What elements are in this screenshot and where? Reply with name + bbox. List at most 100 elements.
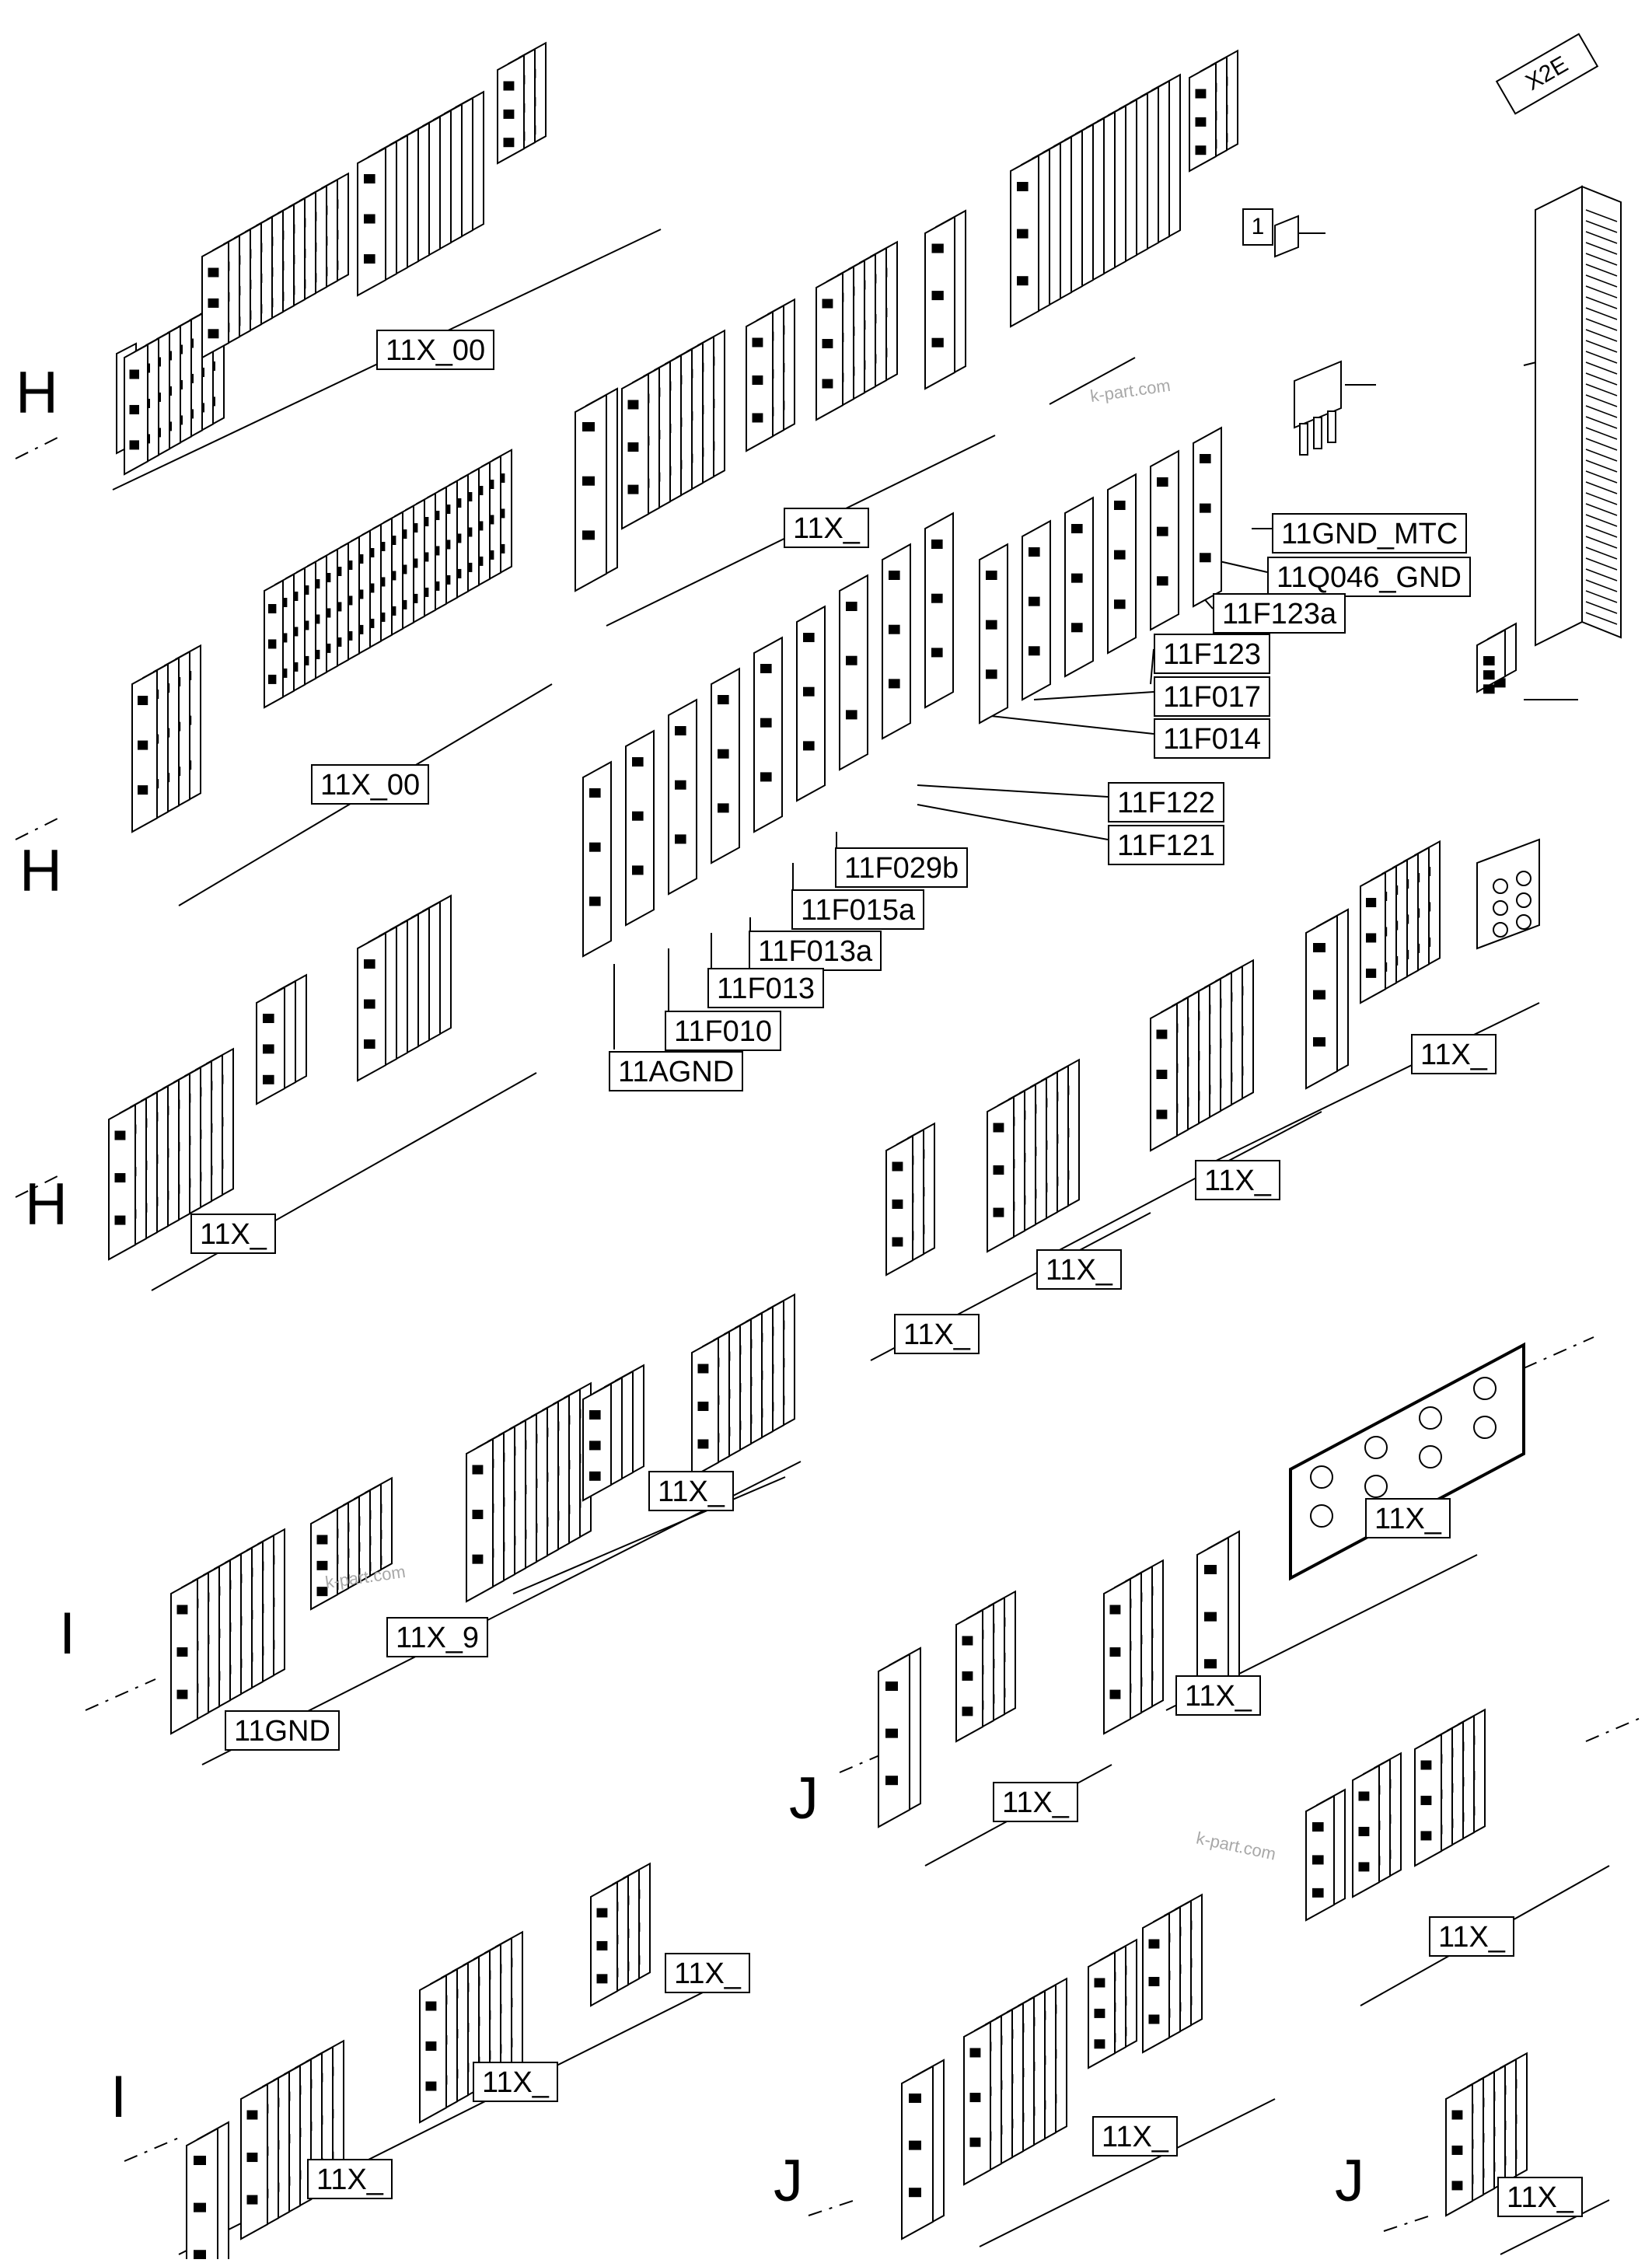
leader-line — [1033, 691, 1154, 700]
duct-slot — [1585, 405, 1618, 418]
terminal-screw — [268, 604, 277, 613]
leader-line — [983, 714, 1154, 735]
terminal-screw — [1109, 1689, 1121, 1699]
accessory-parts — [1274, 185, 1622, 647]
bus-terminal — [1364, 1436, 1388, 1459]
terminal-slice — [310, 1507, 338, 1611]
terminal-screw — [1312, 1888, 1324, 1898]
fuse-holder — [796, 605, 826, 802]
terminal-screw — [364, 1039, 375, 1049]
leader-line — [1041, 1111, 1322, 1260]
terminal-screw — [176, 1647, 188, 1657]
terminal-screw — [931, 337, 944, 347]
fuse-holder — [711, 667, 740, 864]
terminal-screw — [1483, 656, 1495, 665]
terminal-screw — [194, 2202, 206, 2212]
terminal-strip — [575, 387, 618, 592]
terminal-screw — [986, 620, 997, 630]
terminal-screw — [1358, 1862, 1370, 1872]
terminal-screw — [1156, 1070, 1168, 1080]
terminal-screw — [718, 695, 729, 704]
terminal-screw — [364, 214, 375, 224]
terminal-strip — [1445, 2052, 1528, 2217]
terminal-screw — [803, 686, 815, 697]
terminal-screw — [760, 718, 772, 728]
part-label: 11F013a — [749, 931, 882, 971]
terminal-screw — [931, 291, 944, 301]
terminal-slice — [924, 215, 955, 390]
terminal-screw — [425, 2081, 437, 2091]
end-clamp — [1476, 622, 1517, 694]
terminal-screw — [889, 571, 900, 580]
terminal-strip — [955, 1590, 1016, 1743]
terminal-screw — [1148, 1939, 1160, 1949]
terminal-screw — [718, 749, 729, 759]
terminal-screw — [582, 422, 595, 431]
terminal-screw — [885, 1728, 898, 1738]
terminal-strip — [419, 1930, 523, 2124]
terminal-slice — [924, 512, 954, 709]
terminal-screw — [1312, 1822, 1324, 1832]
terminal-strip — [1103, 1559, 1164, 1735]
connector-hole — [1493, 922, 1508, 938]
terminal-screw — [425, 2001, 437, 2011]
terminal-screw — [246, 2195, 258, 2205]
terminal-screw — [986, 669, 997, 679]
part-label: 11X_ — [784, 508, 869, 548]
duct-slot — [1585, 372, 1618, 386]
terminal-screw — [1114, 550, 1126, 560]
duct-slot — [1585, 536, 1618, 549]
terminal-slice — [901, 2065, 934, 2240]
terminal-screw — [1200, 454, 1211, 463]
terminal-screw — [589, 1471, 601, 1481]
fuse-holder — [753, 636, 783, 833]
terminal-strip — [1189, 49, 1238, 173]
bus-terminal — [1419, 1445, 1442, 1469]
duct-slot — [1585, 296, 1618, 309]
terminal-screw — [1029, 596, 1040, 606]
fuse-holder — [625, 729, 655, 927]
duct-slot — [1585, 568, 1618, 581]
terminal-screw — [138, 696, 148, 705]
terminal-screw — [472, 1510, 484, 1520]
group-letter: J — [1335, 2148, 1364, 2214]
duct-slot — [1585, 481, 1618, 494]
part-label: 11F015a — [791, 889, 925, 930]
group-letter: J — [789, 1765, 819, 1832]
terminal-screw — [1483, 670, 1495, 680]
terminal-screw — [114, 1130, 126, 1140]
terminal-screw — [176, 1689, 188, 1699]
terminal-screw — [675, 780, 686, 790]
terminal-strip — [201, 172, 349, 359]
connector-hole — [1516, 914, 1532, 930]
part-label: 11F013 — [707, 968, 825, 1008]
terminal-screw — [1157, 576, 1168, 586]
part-label: 11X_ — [1411, 1034, 1497, 1074]
terminal-screw — [986, 571, 997, 580]
part-label: 11X_ — [648, 1471, 734, 1511]
terminal-screw — [1366, 898, 1377, 907]
duct-slot — [1585, 285, 1618, 299]
terminal-slice — [882, 543, 911, 740]
terminal-screw — [1017, 276, 1029, 286]
terminal-screw — [1358, 1826, 1370, 1836]
terminal-screw — [268, 674, 277, 684]
terminal-strip — [746, 298, 795, 452]
terminal-slice — [711, 667, 740, 864]
terminal-screw — [752, 413, 763, 423]
part-label: 11X_ — [1429, 1916, 1514, 1957]
duct-slot — [1585, 579, 1618, 592]
terminal-screw — [885, 1682, 898, 1691]
terminal-screw — [803, 633, 815, 642]
terminal-screw — [1029, 646, 1040, 656]
duct-slot — [1585, 340, 1618, 353]
terminal-screw — [627, 442, 639, 452]
terminal-screw — [993, 1207, 1004, 1217]
terminal-screw — [993, 1165, 1004, 1175]
connector-hole — [1493, 900, 1508, 916]
leader-lines — [15, 229, 1641, 2255]
terminal-slice — [963, 2020, 991, 2186]
terminal-screw — [1451, 2181, 1463, 2191]
terminal-screw — [760, 664, 772, 673]
terminal-screw — [268, 639, 277, 649]
